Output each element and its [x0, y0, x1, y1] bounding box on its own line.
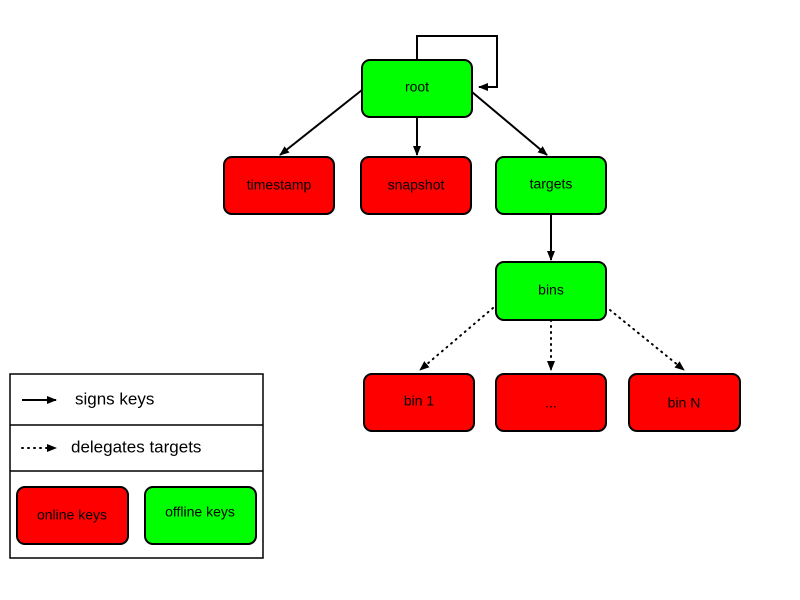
node-root: root: [361, 59, 473, 118]
node-label: bin 1: [404, 393, 435, 409]
edge-bins-bin1: [419, 307, 494, 371]
legend-online-keys-label: online keys: [37, 507, 107, 523]
legend-signs-keys-label: signs keys: [75, 389, 154, 408]
node-bins: bins: [495, 261, 607, 321]
legend-online-keys-swatch: online keys: [16, 486, 129, 545]
legend-offline-keys-swatch: offline keys: [144, 486, 257, 545]
node-targets: targets: [495, 156, 607, 215]
node-label: timestamp: [247, 177, 312, 193]
node-snapshot: snapshot: [360, 156, 472, 215]
edge-root-self: [416, 35, 498, 91]
edge-root-targets: [471, 91, 548, 156]
node-label: bins: [538, 282, 564, 298]
node-label: bin N: [668, 395, 701, 411]
node-binN: bin N: [628, 373, 741, 432]
node-label: ...: [545, 395, 557, 411]
node-bin1: bin 1: [363, 373, 475, 432]
node-label: targets: [530, 176, 573, 192]
legend-offline-keys-label: offline keys: [165, 504, 235, 520]
node-label: snapshot: [388, 177, 445, 193]
edge-bins-binN: [609, 309, 685, 371]
node-label: root: [405, 79, 429, 95]
node-timestamp: timestamp: [223, 156, 335, 215]
node-bin-ellipsis: ...: [495, 373, 607, 432]
legend-delegates-targets-label: delegates targets: [71, 437, 201, 456]
legend: signs keys delegates targets online keys…: [9, 373, 264, 559]
edge-root-timestamp: [279, 89, 363, 156]
